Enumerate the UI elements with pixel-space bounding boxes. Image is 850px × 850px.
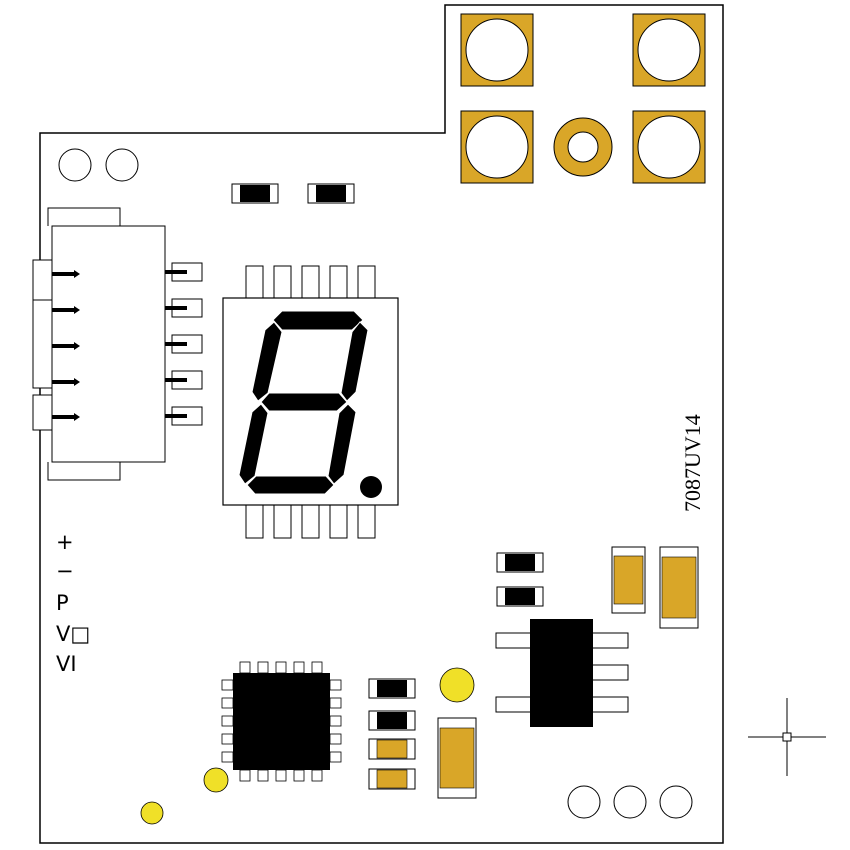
pin-label-plus: + [56,530,74,554]
decimal-point [360,476,382,498]
mounting-hole [58,148,92,182]
mounting-hole [613,785,647,819]
round-ring-pad [553,117,613,177]
pin-label-minus: − [56,559,74,583]
digit-8-segments [238,310,369,495]
smd-capacitor [368,768,416,790]
smd-capacitor-vertical [659,546,699,629]
mounting-hole [567,785,601,819]
pin-label-p: P [56,591,69,615]
part-number-label: 7087UV14 [680,414,705,512]
connector-right-pads [165,262,203,426]
mounting-pad [460,110,534,184]
via [439,667,475,703]
mounting-pad [460,13,534,87]
pin-label-vi: VI [56,652,77,676]
smd-resistor [496,552,544,573]
smd-resistors-top [231,183,355,204]
sot-chip [495,619,629,727]
smd-capacitor [368,738,416,760]
smd-capacitor-vertical [437,717,477,799]
qfn-chip [221,661,342,782]
smd-resistor [496,586,544,607]
smd-resistor [368,710,416,731]
mounting-pad [632,110,706,184]
display-bottom-pins [245,504,376,539]
connector-pins [52,270,80,421]
mounting-hole [659,785,693,819]
smd-resistor [368,678,416,699]
smd-capacitor-vertical [611,546,646,614]
via [203,767,229,793]
connector [32,207,203,481]
smd-resistor [231,183,279,204]
mounting-hole [105,148,139,182]
pin-labels: + − P V□ VI [56,530,90,676]
mounting-pad [632,13,706,87]
vias [140,667,475,825]
pin-label-vo: V□ [56,622,90,646]
mounting-pads [460,13,706,184]
via [140,801,164,825]
smd-resistors-right [496,552,544,607]
smd-capacitors-right [611,546,699,629]
smd-resistors-middle [368,678,416,790]
origin-crosshair [748,698,826,776]
mounting-holes-left [58,148,139,182]
smd-resistor [307,183,355,204]
seven-segment-display [222,265,399,539]
mounting-holes-bottom [567,785,693,819]
